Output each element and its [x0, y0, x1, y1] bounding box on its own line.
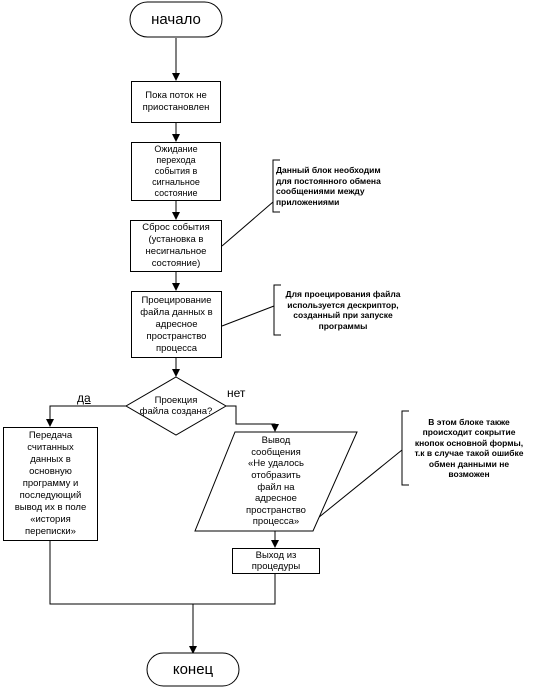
exit-procedure-box: Выход из процедуры — [232, 548, 320, 574]
decision-label: Проекция файла создана? — [139, 395, 213, 417]
transfer-data-box: Передача считанных данных в основную про… — [3, 427, 98, 541]
note-event-bracket — [272, 159, 280, 213]
arrow-yes-branch — [46, 405, 126, 427]
note-descriptor: Для проецирования файла используется дес… — [285, 289, 401, 331]
yes-label: да — [77, 391, 91, 405]
start-terminator — [129, 1, 223, 38]
line-transfer-to-join — [49, 541, 193, 605]
line-exit-to-join — [193, 574, 276, 605]
arrow-no-branch — [226, 405, 279, 432]
end-label: конец — [172, 660, 214, 678]
start-label: начало — [151, 10, 201, 28]
wait-event-box: Ожидание перехода события в сигнальное с… — [131, 142, 221, 201]
note-event: Данный блок необходим для постоянного об… — [276, 165, 381, 207]
note-block: В этом блоке также происходит сокрытие к… — [414, 416, 524, 480]
loop-condition-box: Пока поток не приостановлен — [131, 81, 221, 123]
no-label: нет — [227, 386, 246, 400]
decision-diamond — [125, 376, 227, 436]
error-message-label: Вывод сообщения «Не удалось отобразить ф… — [246, 435, 306, 528]
note-descriptor-connector — [221, 305, 275, 327]
note-event-connector — [221, 201, 274, 247]
end-terminator — [146, 652, 240, 687]
map-file-box: Проецирование файла данных в адресное пр… — [131, 291, 222, 358]
note-descriptor-bracket — [273, 284, 281, 336]
reset-event-box: Сброс события (установка в несигнальное … — [130, 220, 222, 272]
error-parallelogram — [194, 431, 358, 532]
note-block-connector — [312, 449, 403, 523]
note-block-bracket — [401, 410, 409, 486]
